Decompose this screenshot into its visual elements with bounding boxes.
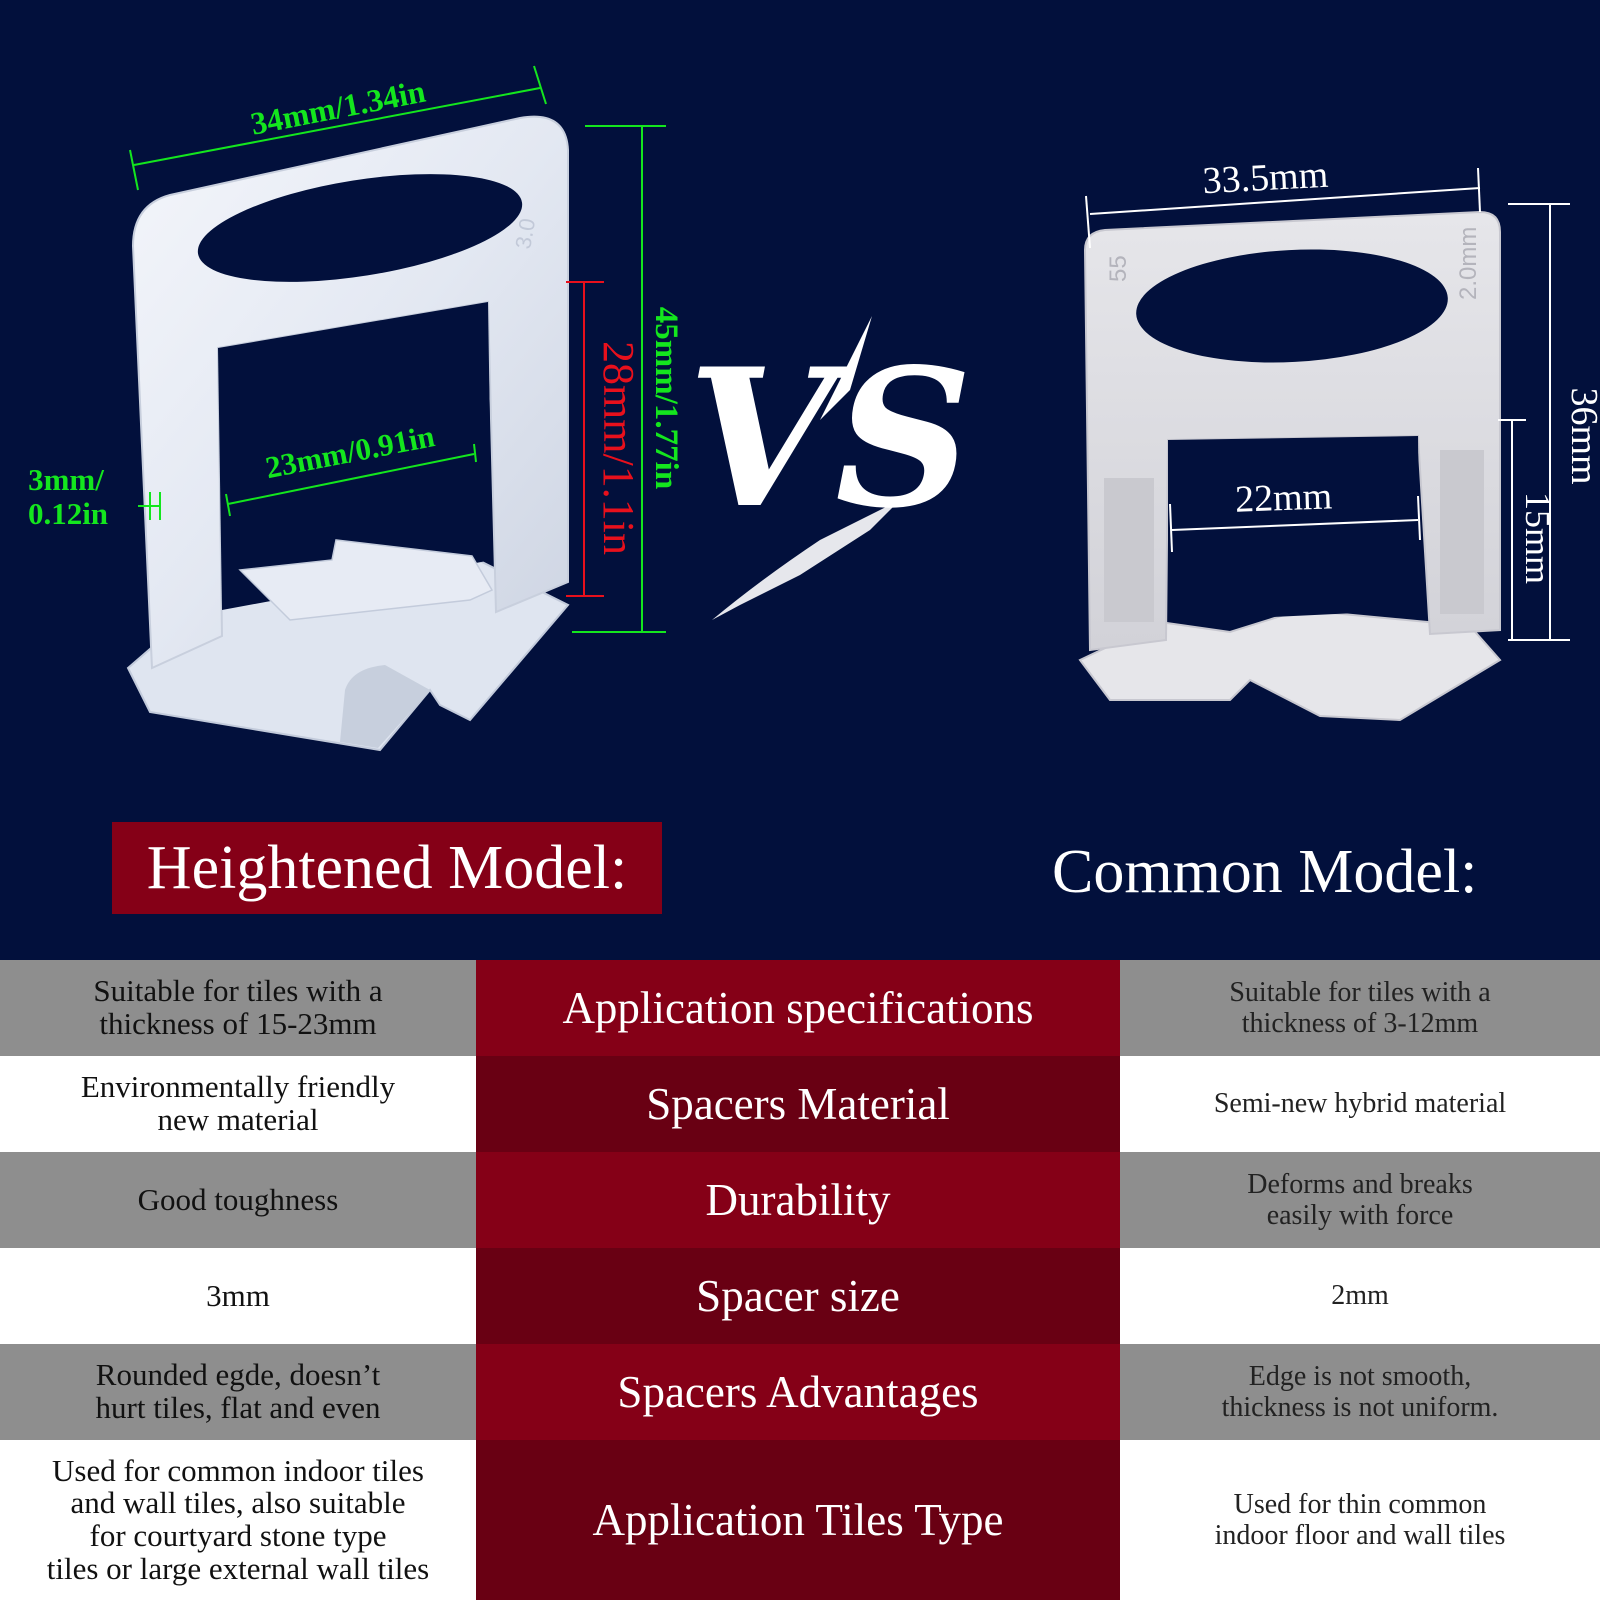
right-spacer-base <box>1078 608 1502 722</box>
left-inner-height-line <box>566 281 604 597</box>
vs-top-spike <box>820 316 872 420</box>
common-value-line: indoor floor and wall tiles <box>1214 1520 1506 1551</box>
vs-text: VS <box>688 327 973 550</box>
heightened-value-line: hurt tiles, flat and even <box>95 1390 381 1425</box>
left-dim-thickness-line2: 0.12in <box>28 496 108 531</box>
left-dim-width: 34mm/1.34in <box>248 73 429 142</box>
comparison-row: Good toughness Durability Deforms and brea… <box>0 1152 1600 1248</box>
heightened-value-line: Suitable for tiles with a <box>93 973 383 1009</box>
common-value-line: Semi-new hybrid material <box>1213 1088 1507 1120</box>
right-spacer-left-slot <box>1104 478 1154 622</box>
attribute-label: Application Tiles Type <box>592 1495 1004 1545</box>
heightened-value-cell: Good toughness <box>0 1152 476 1248</box>
spacer-illustrations: 3.0 34mm/1.34in 45mm/1.77in 28mm/1.1in 2… <box>28 65 1600 752</box>
left-spacer-embossed: 3.0 <box>510 216 540 250</box>
right-dim-height: 36mm <box>1563 387 1600 484</box>
right-dim-inner-height: 15mm <box>1518 492 1558 584</box>
common-value-line: thickness is not uniform. <box>1221 1392 1499 1423</box>
heightened-value-line: and wall tiles, also suitable <box>70 1485 406 1521</box>
heightened-spacer-image: 3.0 <box>126 115 570 752</box>
heightened-model-title-text: Heightened Model: <box>146 834 628 902</box>
attribute-label: Spacers Advantages <box>617 1367 979 1417</box>
attribute-label-cell: Spacer size <box>476 1248 1120 1344</box>
attribute-label-cell: Spacers Material <box>476 1056 1120 1152</box>
heightened-value-line: tiles or large external wall tiles <box>46 1550 430 1586</box>
right-dim-width: 33.5mm <box>1202 154 1330 203</box>
heightened-value-line: thickness of 15-23mm <box>99 1006 377 1041</box>
heightened-value-line: for courtyard stone type <box>89 1518 387 1553</box>
common-value-line: 2mm <box>1331 1280 1389 1312</box>
attribute-label: Application specifications <box>562 983 1034 1033</box>
left-spacer-handle-hole <box>197 174 523 282</box>
left-spacer-window <box>218 302 492 610</box>
attribute-label: Durability <box>705 1175 891 1225</box>
left-dimension-lines <box>129 65 666 633</box>
common-spacer-image: 55 2.0mm <box>1078 210 1502 722</box>
left-dim-height: 45mm/1.77in <box>648 307 684 489</box>
vs-emblem: VS <box>688 316 973 620</box>
right-spacer-window <box>1168 436 1420 622</box>
common-value-line: thickness of 3-12mm <box>1241 1008 1479 1039</box>
right-dimension-lines <box>1085 167 1570 641</box>
left-dim-thickness-line1: 3mm/ <box>28 462 104 497</box>
heightened-value-line: Environmentally friendly <box>80 1069 396 1105</box>
left-spacer-tab <box>238 539 494 621</box>
product-image-area: 3.0 34mm/1.34in 45mm/1.77in 28mm/1.1in 2… <box>27 65 1600 914</box>
attribute-label: Spacers Material <box>646 1079 950 1129</box>
heightened-value-line: 3mm <box>206 1277 270 1313</box>
common-value-line: easily with force <box>1266 1200 1454 1231</box>
common-value-cell: Edge is not smooth,thickness is not unif… <box>1120 1344 1600 1440</box>
comparison-row: 3mm Spacer size 2mm <box>0 1248 1600 1344</box>
heightened-value-line: Used for common indoor tiles <box>52 1452 424 1488</box>
right-spacer-right-slot <box>1440 450 1484 614</box>
common-value-line: Edge is not smooth, <box>1248 1360 1472 1392</box>
right-spacer-handle-hole <box>1136 249 1448 363</box>
attribute-label-cell: Spacers Advantages <box>476 1344 1120 1440</box>
common-value-cell: 2mm <box>1120 1248 1600 1344</box>
common-value-line: Deforms and breaks <box>1247 1168 1473 1200</box>
right-spacer-embossed-right: 2.0mm <box>1455 227 1482 300</box>
attribute-label-cell: Application Tiles Type <box>476 1440 1120 1600</box>
right-spacer-embossed-left: 55 <box>1105 255 1132 282</box>
attribute-label-cell: Durability <box>476 1152 1120 1248</box>
heightened-value-line: Rounded egde, doesn’t <box>95 1357 381 1393</box>
left-spacer-notch <box>340 665 430 748</box>
attribute-label-cell: Application specifications <box>476 960 1120 1056</box>
left-dim-inner-height: 28mm/1.1in <box>594 341 643 555</box>
common-value-line: Used for thin common <box>1233 1488 1487 1520</box>
common-value-line: Suitable for tiles with a <box>1229 976 1491 1008</box>
heightened-value-line: Good toughness <box>137 1181 339 1217</box>
heightened-value-cell: 3mm <box>0 1248 476 1344</box>
common-value-cell: Semi-new hybrid material <box>1120 1056 1600 1152</box>
heightened-value-line: new material <box>157 1102 319 1137</box>
attribute-label: Spacer size <box>696 1271 900 1321</box>
common-model-title: Common Model: <box>1052 838 1478 906</box>
heightened-model-title: Heightened Model: <box>112 822 662 914</box>
right-dim-inner-width: 22mm <box>1234 475 1333 520</box>
vs-brush-streak <box>712 500 900 620</box>
